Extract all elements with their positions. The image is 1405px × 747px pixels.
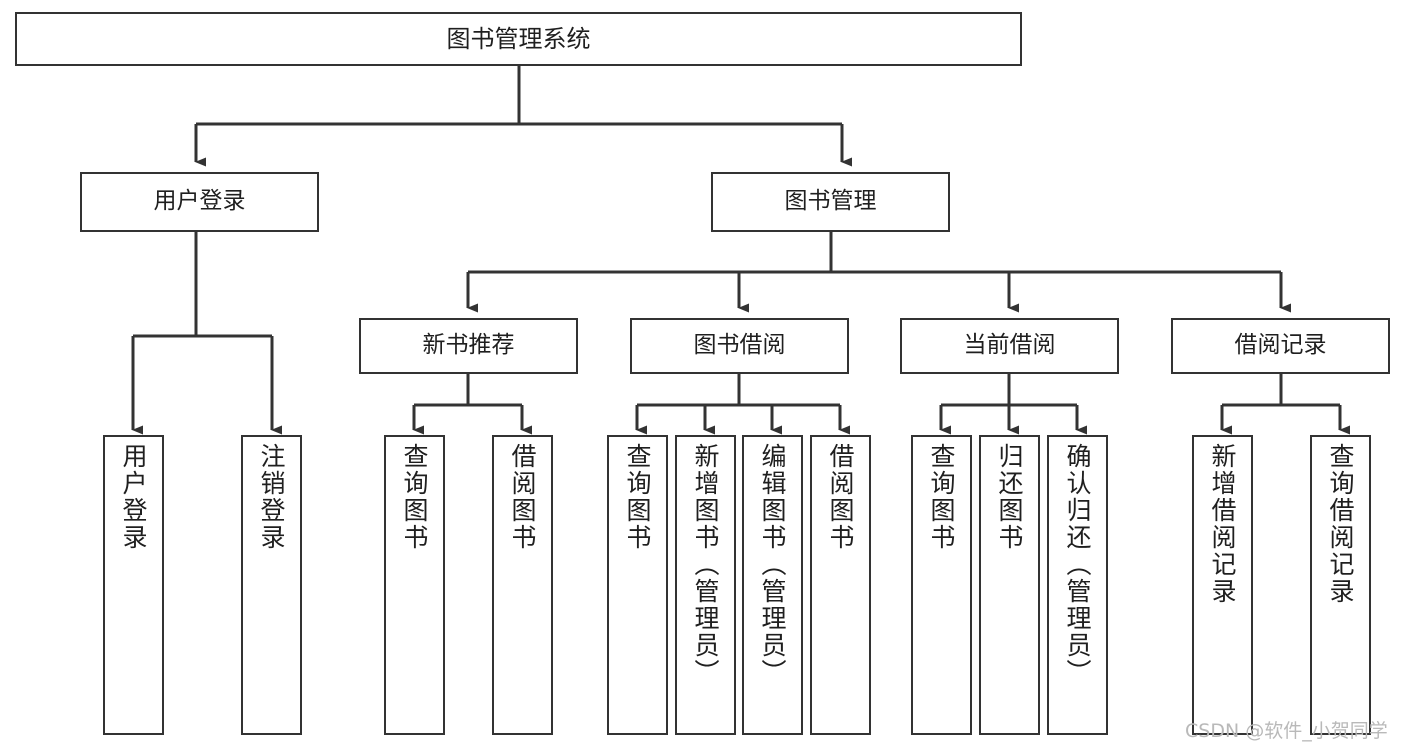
- node-label: 新增图书（管理员）: [691, 443, 720, 686]
- node-label: 新增借阅记录: [1208, 443, 1237, 605]
- leaf-edit-book-admin[interactable]: 编辑图书（管理员）: [742, 435, 803, 735]
- node-label: 查询借阅记录: [1326, 443, 1355, 605]
- leaf-logout-login[interactable]: 注销登录: [241, 435, 302, 735]
- leaf-borrow-book-borrow[interactable]: 借阅图书: [810, 435, 871, 735]
- node-label: 编辑图书（管理员）: [758, 443, 787, 686]
- leaf-return-book[interactable]: 归还图书: [979, 435, 1040, 735]
- node-label: 当前借阅: [963, 332, 1056, 359]
- node-label: 查询图书: [927, 443, 956, 551]
- node-label: 查询图书: [400, 443, 429, 551]
- csdn-watermark: CSDN @软件_小贺同学: [1185, 720, 1388, 742]
- node-book-borrow[interactable]: 图书借阅: [630, 318, 849, 374]
- node-label: 借阅图书: [508, 443, 537, 551]
- leaf-confirm-return-admin[interactable]: 确认归还（管理员）: [1047, 435, 1108, 735]
- node-new-book-recommend[interactable]: 新书推荐: [359, 318, 578, 374]
- leaf-query-book-current[interactable]: 查询图书: [911, 435, 972, 735]
- leaf-add-book-admin[interactable]: 新增图书（管理员）: [675, 435, 736, 735]
- node-label: 确认归还（管理员）: [1063, 443, 1092, 686]
- leaf-query-book-recommend[interactable]: 查询图书: [384, 435, 445, 735]
- leaf-borrow-book-recommend[interactable]: 借阅图书: [492, 435, 553, 735]
- node-label: 图书借阅: [693, 332, 786, 359]
- node-root-book-management-system[interactable]: 图书管理系统: [15, 12, 1022, 66]
- node-book-manage[interactable]: 图书管理: [711, 172, 950, 232]
- leaf-query-borrow-record[interactable]: 查询借阅记录: [1310, 435, 1371, 735]
- node-current-borrow[interactable]: 当前借阅: [900, 318, 1119, 374]
- node-label: 用户登录: [119, 443, 148, 551]
- node-label: 图书管理: [784, 188, 877, 215]
- node-label: 用户登录: [153, 188, 246, 215]
- node-label: 新书推荐: [422, 332, 515, 359]
- node-label: 归还图书: [995, 443, 1024, 551]
- node-user-login[interactable]: 用户登录: [80, 172, 319, 232]
- leaf-user-login[interactable]: 用户登录: [103, 435, 164, 735]
- node-borrow-record[interactable]: 借阅记录: [1171, 318, 1390, 374]
- node-label: 查询图书: [623, 443, 652, 551]
- node-label: 注销登录: [257, 443, 286, 551]
- node-label: 借阅记录: [1234, 332, 1327, 359]
- leaf-query-book-borrow[interactable]: 查询图书: [607, 435, 668, 735]
- node-label: 借阅图书: [826, 443, 855, 551]
- node-label: 图书管理系统: [446, 24, 591, 53]
- leaf-add-borrow-record[interactable]: 新增借阅记录: [1192, 435, 1253, 735]
